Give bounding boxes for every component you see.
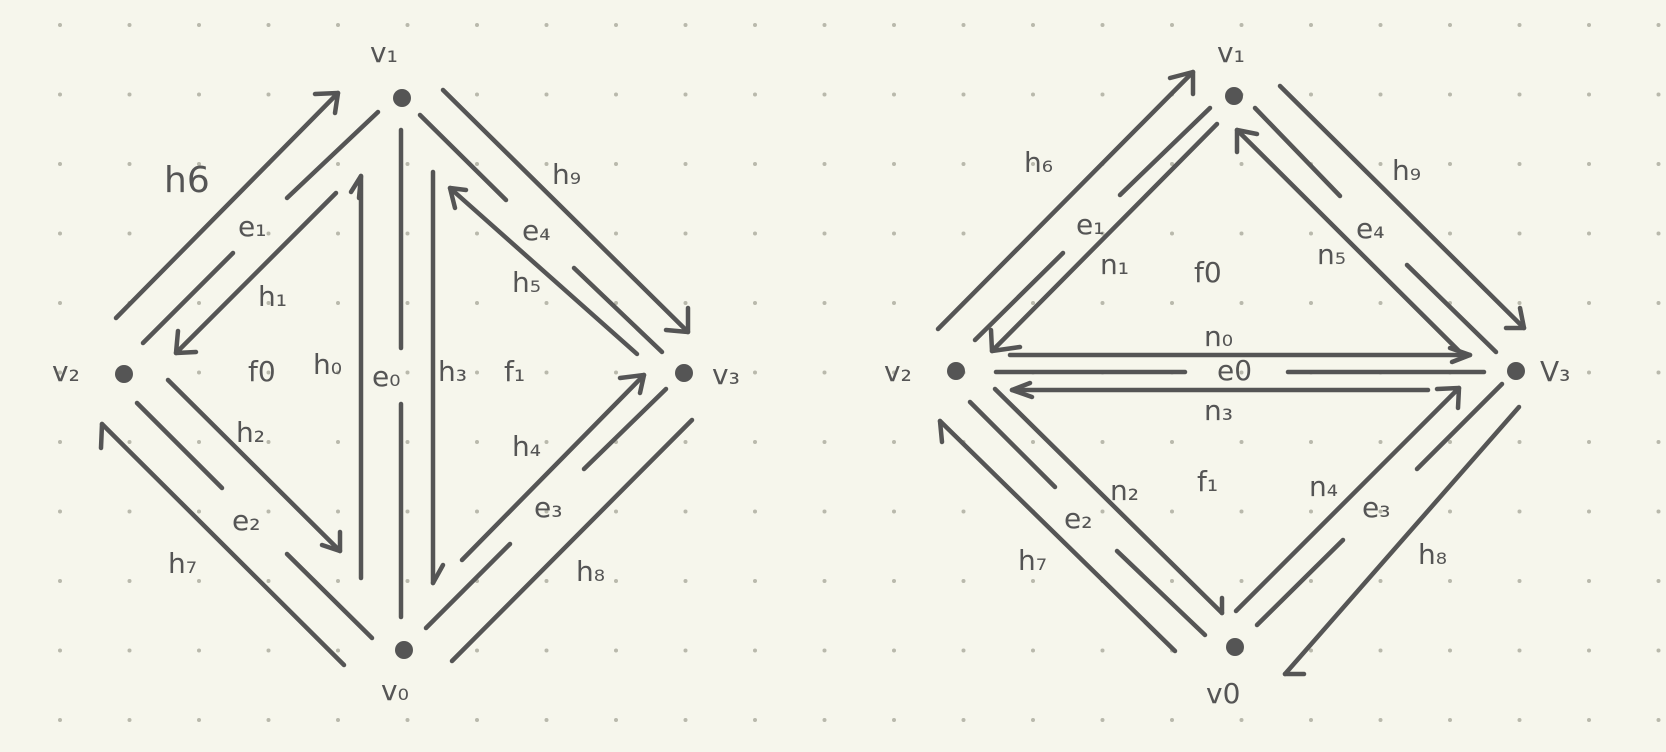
right-diagram: v₁ v₂ V₃ v0 f0 f₁ e₁ e₄ e0 e₂ e₃ h₆ h₉ h… (884, 36, 1570, 710)
vertex-v0-dot-right (1226, 638, 1244, 656)
halfedge-h6 (113, 90, 341, 321)
vertex-v2-dot (115, 365, 133, 383)
edge-e0-label: e₀ (372, 360, 400, 393)
vertex-v0-label-right: v0 (1206, 677, 1240, 710)
edge-e0-label-right: e0 (1217, 354, 1252, 387)
halfedge-h0 (348, 173, 364, 581)
halfedge-h1 (173, 190, 339, 356)
halfedge-n5-label: n₅ (1317, 238, 1346, 271)
halfedge-h4-label: h₄ (512, 430, 541, 463)
vertex-v2-label: v₂ (52, 355, 80, 388)
halfedge-n4 (1233, 385, 1462, 614)
halfedge-h7-label-right: h₇ (1018, 544, 1047, 577)
edge-e1-label: e₁ (238, 210, 266, 243)
halfedge-n3 (1009, 380, 1431, 400)
edge-e4-label: e₄ (522, 214, 550, 247)
vertex-v3-dot-right (1507, 362, 1525, 380)
vertex-v3-label-right: V₃ (1540, 355, 1570, 388)
vertex-v1-label-right: v₁ (1217, 36, 1245, 69)
halfedge-h8-label-right: h₈ (1418, 538, 1447, 571)
halfedge-h4 (459, 372, 647, 563)
halfedge-h0-label: h₀ (313, 348, 342, 381)
halfedge-h9-right (1277, 83, 1527, 331)
halfedge-n0-label: n₀ (1204, 320, 1233, 353)
halfedge-h6-right (935, 69, 1196, 332)
halfedge-n2-label: n₂ (1110, 474, 1139, 507)
halfedge-h5-label: h₅ (512, 266, 541, 299)
vertex-v1-dot-right (1225, 87, 1243, 105)
vertex-v1-dot (393, 89, 411, 107)
vertex-v0-dot (395, 641, 413, 659)
halfedge-h9-label: h₉ (552, 158, 581, 191)
vertex-v0-label: v₀ (381, 674, 409, 707)
halfedge-h3 (430, 169, 446, 586)
halfedge-h7-label: h₇ (168, 547, 197, 580)
edge-e3-label: e₃ (534, 491, 562, 524)
vertex-v2-dot-right (947, 362, 965, 380)
halfedge-n1 (988, 121, 1220, 354)
halfedge-h1-label: h₁ (258, 280, 287, 313)
face-f0-label-right: f0 (1194, 256, 1222, 289)
halfedge-h8 (449, 417, 695, 664)
halfedge-n1-label: n₁ (1100, 248, 1129, 281)
halfedge-n5 (1234, 127, 1465, 357)
edge-e2-label-right: e₂ (1064, 502, 1092, 535)
edge-e2-segments-right (967, 399, 1208, 638)
halfedge-n0 (1007, 345, 1473, 365)
edge-e4-segments (417, 112, 665, 355)
edge-e1-segments (140, 109, 381, 346)
edge-e2-label: e₂ (232, 504, 260, 537)
halfedge-h7 (98, 421, 347, 668)
vertex-v3-dot (675, 364, 693, 382)
halfedge-h5 (447, 185, 640, 357)
halfedge-h2-label: h₂ (236, 416, 265, 449)
halfedge-h8-right (1282, 404, 1522, 677)
edge-e1-label-right: e₁ (1076, 208, 1104, 241)
edge-e2-segments (134, 400, 375, 641)
vertex-v1-label: v₁ (370, 36, 398, 69)
halfedge-h9 (440, 87, 691, 335)
halfedge-h8-label: h₈ (576, 555, 605, 588)
halfedge-h7-right (937, 418, 1178, 654)
face-f1-label: f₁ (504, 355, 525, 388)
edge-e3-label-right: e₃ (1362, 491, 1390, 524)
vertex-v2-label-right: v₂ (884, 355, 912, 388)
halfedge-h9-label-right: h₉ (1392, 154, 1421, 187)
halfedge-n4-label: n₄ (1309, 470, 1338, 503)
halfedge-h6-label: h6 (164, 160, 210, 201)
edge-e4-segments-right (1252, 105, 1499, 355)
halfedge-n3-label: n₃ (1204, 394, 1233, 427)
left-diagram: v₁ v₂ v₃ v₀ f0 f₁ e₁ e₄ e₀ e₂ e₃ h6 h₉ h… (52, 36, 740, 707)
face-f0-label: f0 (248, 355, 276, 388)
halfedge-h3-label: h₃ (438, 355, 467, 388)
halfedge-h6-label-right: h₆ (1024, 146, 1053, 179)
edge-e3-segments-right (1254, 381, 1505, 628)
face-f1-label-right: f₁ (1197, 465, 1218, 498)
edge-e1-segments-right (972, 105, 1213, 343)
edge-e3-segments (423, 386, 669, 631)
halfedge-h2 (165, 377, 343, 554)
vertex-v3-label: v₃ (712, 358, 740, 391)
edge-e4-label-right: e₄ (1356, 212, 1384, 245)
halfedge-n2 (992, 386, 1225, 616)
